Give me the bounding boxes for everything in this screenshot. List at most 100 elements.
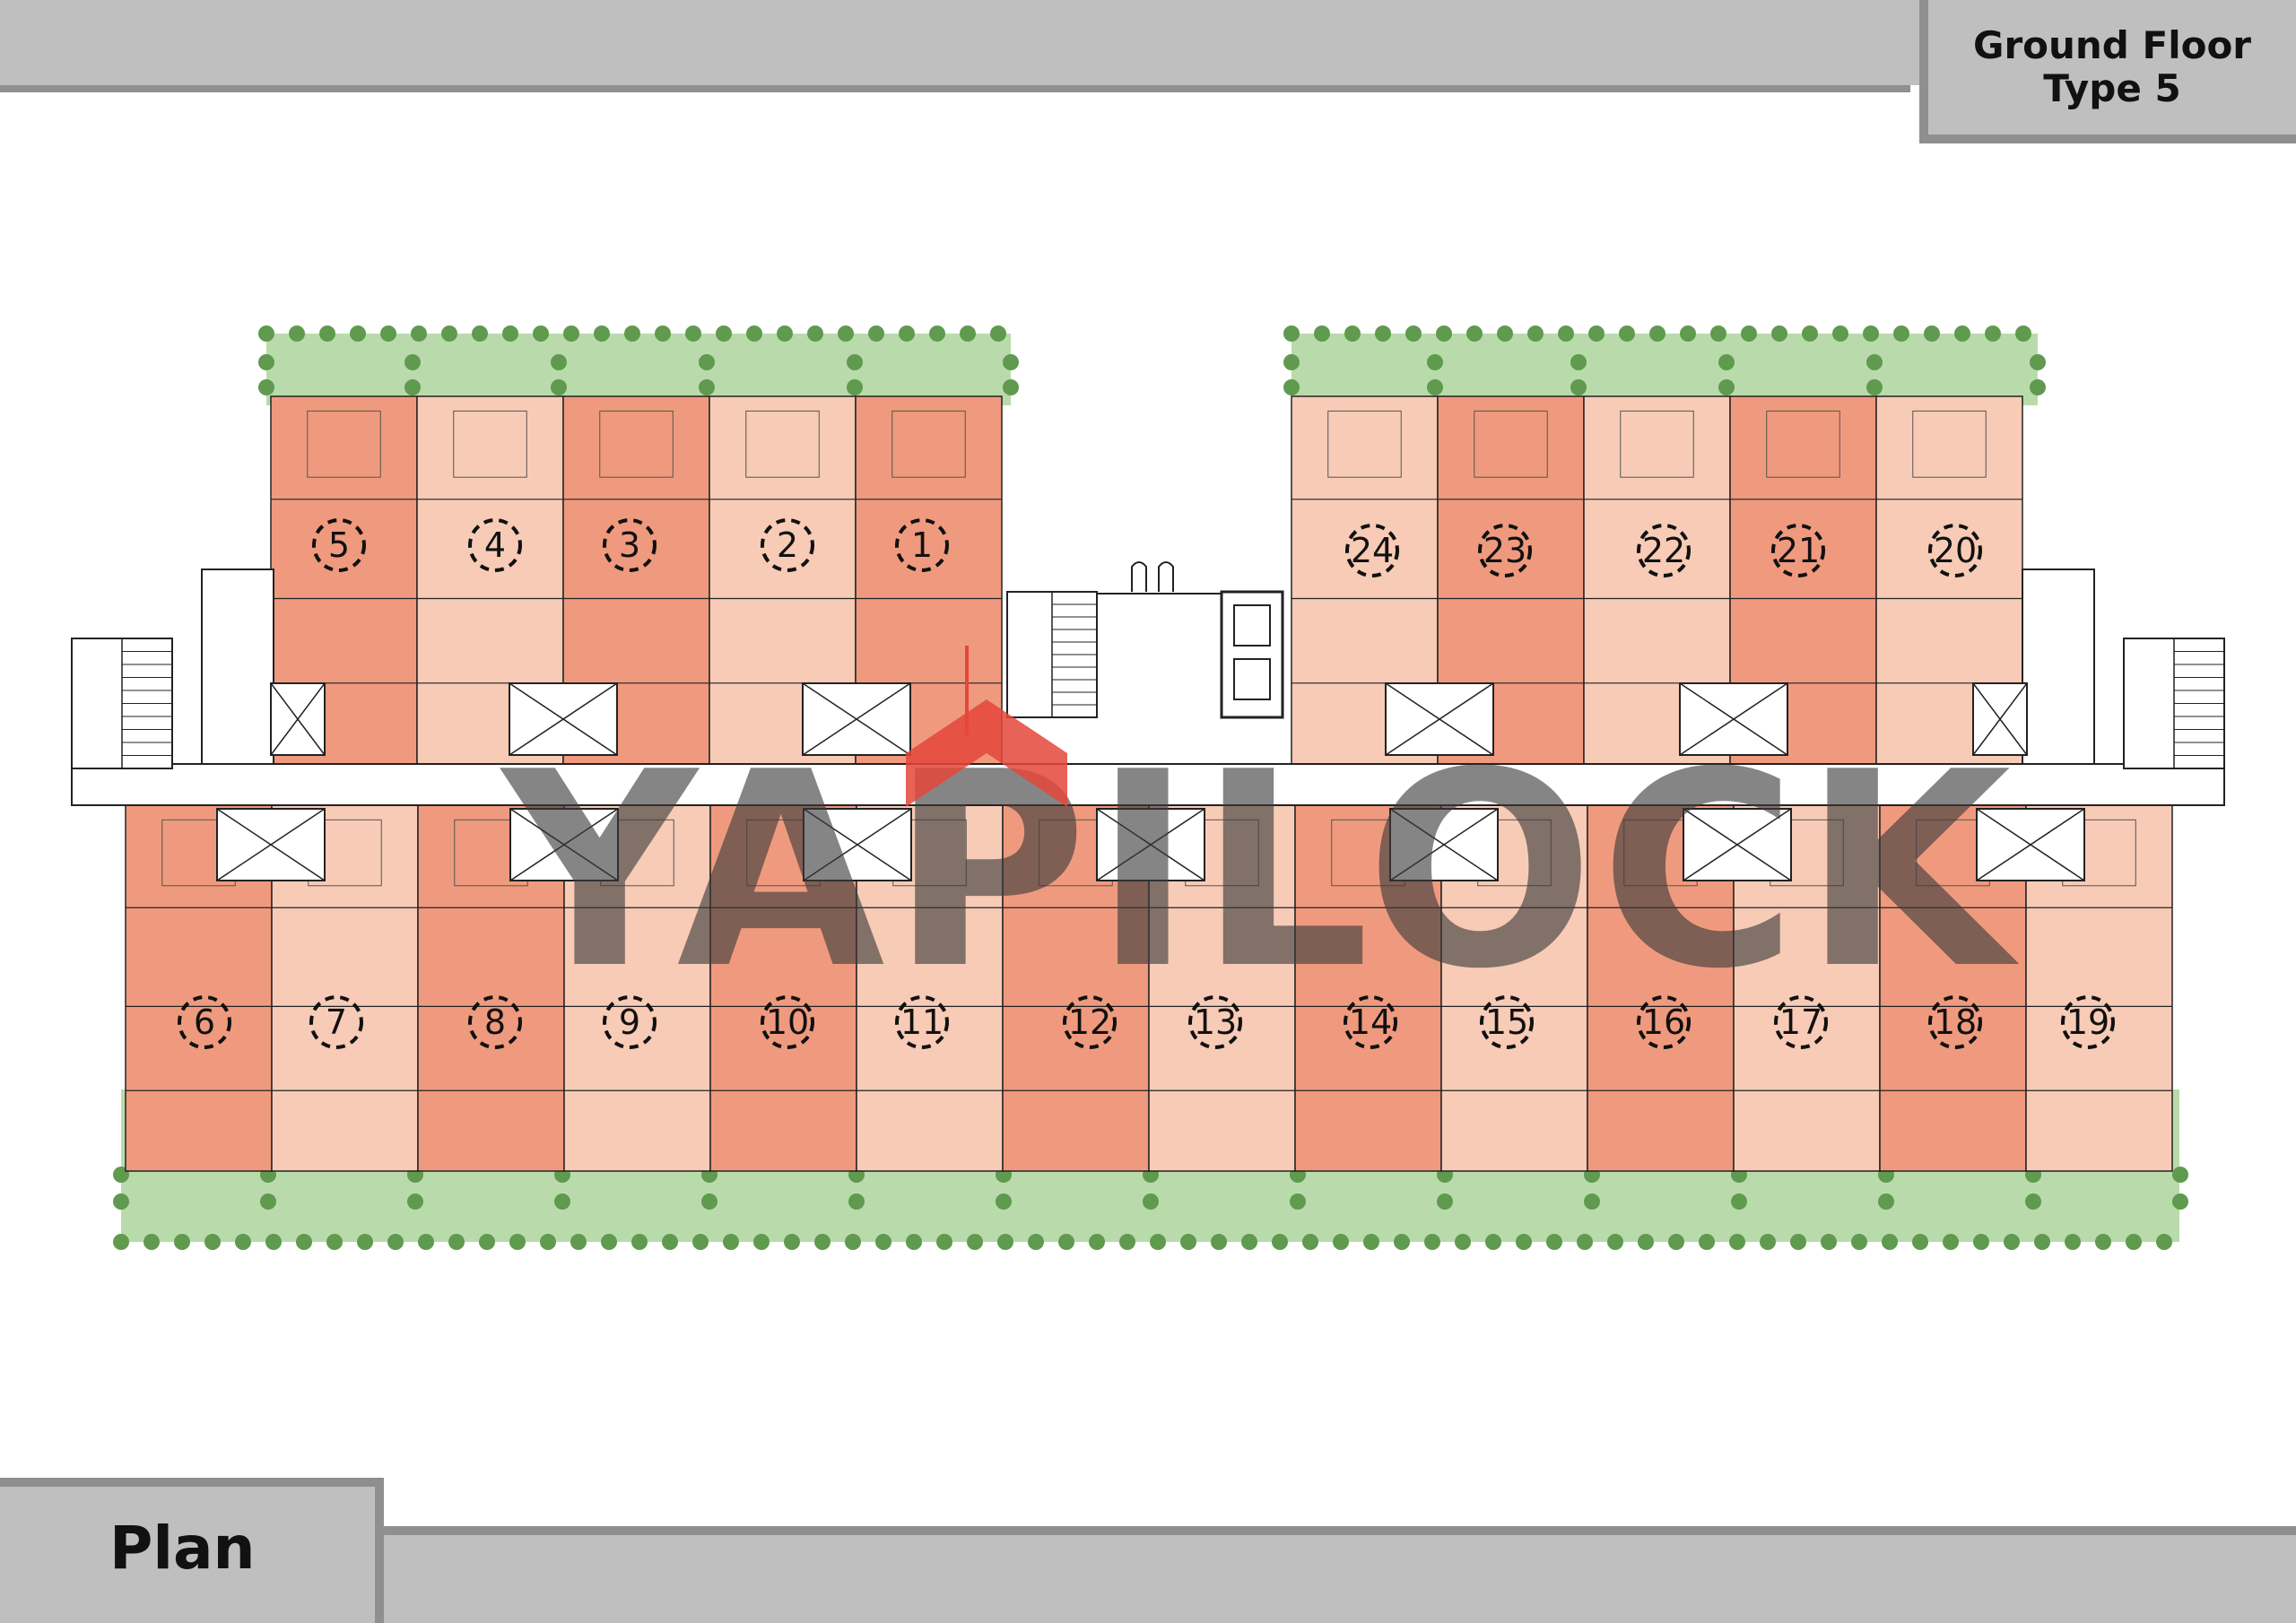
bottom-tree	[265, 1234, 282, 1250]
top-left-tree	[777, 325, 793, 342]
unit-24-block-bed	[1327, 410, 1402, 478]
bottom-divider-tree	[2172, 1167, 2188, 1183]
bottom-tree	[1028, 1234, 1044, 1250]
bottom-tree	[1729, 1234, 1745, 1250]
bottom-tree	[1424, 1234, 1440, 1250]
top-right-tree	[1954, 325, 1970, 342]
garden-top-left	[266, 334, 1011, 405]
bottom-tree	[1882, 1234, 1898, 1250]
unit-number-7: 7	[326, 1002, 347, 1042]
elevator-car-1	[1233, 604, 1271, 647]
bottom-tree	[326, 1234, 343, 1250]
bottom-divider-tree	[1437, 1193, 1453, 1210]
unit-number-4: 4	[484, 525, 506, 565]
top-left-tree	[380, 325, 396, 342]
unit-number-circle	[761, 518, 814, 572]
top-right-divider-tree	[1718, 354, 1735, 370]
unit-23-block-bed	[1474, 410, 1548, 478]
top-left-tree	[655, 325, 671, 342]
top-right-tree	[1436, 325, 1452, 342]
bottom-tree	[2034, 1234, 2050, 1250]
bottom-tree	[1546, 1234, 1562, 1250]
bottom-divider-tree	[1878, 1193, 1894, 1210]
bottom-tree	[662, 1234, 678, 1250]
bottom-divider-tree	[2025, 1193, 2041, 1210]
bottom-tree	[875, 1234, 891, 1250]
unit-number-2: 2	[777, 525, 798, 565]
sheet-title-type: Type 5	[2043, 66, 2181, 110]
shaft-bottom-5-cross	[1389, 808, 1499, 881]
tree-layer	[113, 325, 2188, 1250]
bottom-tree	[1790, 1234, 1806, 1250]
top-left-divider-tree	[551, 354, 567, 370]
top-left-tree	[533, 325, 549, 342]
top-left-divider-tree	[847, 379, 863, 395]
top-left-divider-tree	[404, 354, 421, 370]
bottom-tree	[814, 1234, 831, 1250]
top-right-divider-tree	[1427, 354, 1443, 370]
bottom-tree	[2004, 1234, 2020, 1250]
unit-number-circle	[603, 995, 657, 1049]
top-right-divider-tree	[1283, 379, 1300, 395]
garden-top-right	[1292, 334, 2038, 405]
bottom-tree	[1150, 1234, 1166, 1250]
unit-number-15: 15	[1485, 1002, 1528, 1042]
bottom-tree	[692, 1234, 709, 1250]
top-right-divider-tree	[2030, 354, 2046, 370]
top-left-divider-tree	[847, 354, 863, 370]
top-right-tree	[1466, 325, 1483, 342]
top-right-tree	[1741, 325, 1757, 342]
unit-number-16: 16	[1642, 1002, 1685, 1042]
shaft-bottom-4-cross	[1096, 808, 1205, 881]
top-right-divider-tree	[1427, 379, 1443, 395]
bottom-divider-tree	[407, 1193, 423, 1210]
top-right-tree	[1710, 325, 1726, 342]
unit-number-circle	[761, 995, 814, 1049]
top-left-divider-tree	[1003, 354, 1019, 370]
top-left-tree	[319, 325, 335, 342]
unit-number-14: 14	[1349, 1002, 1392, 1042]
top-left-tree	[868, 325, 884, 342]
bottom-tree	[1668, 1234, 1684, 1250]
corridor-left-wing	[201, 568, 274, 765]
bottom-tree	[906, 1234, 922, 1250]
top-left-divider-tree	[699, 379, 715, 395]
unit-number-circle	[1637, 524, 1691, 577]
top-left-divider-tree	[258, 379, 274, 395]
bottom-tree	[1394, 1234, 1410, 1250]
unit-3-block-bed	[599, 410, 674, 478]
circulation-core	[71, 561, 2225, 769]
top-left-tree	[258, 325, 274, 342]
unit-5-block-bed	[307, 410, 381, 478]
bottom-tree	[601, 1234, 617, 1250]
bottom-tree	[479, 1234, 495, 1250]
bottom-tree	[845, 1234, 861, 1250]
shaft-bottom-3-cross	[803, 808, 912, 881]
top-right-tree	[1893, 325, 1909, 342]
top-left-tree	[960, 325, 976, 342]
bottom-tree	[387, 1234, 404, 1250]
bottom-divider-tree	[113, 1193, 129, 1210]
bottom-divider-tree	[554, 1193, 570, 1210]
unit-number-circle	[1928, 524, 1982, 577]
bottom-tree	[1912, 1234, 1928, 1250]
bottom-divider-tree	[1143, 1193, 1159, 1210]
unit-number-circle	[178, 995, 231, 1049]
unit-number-circle	[468, 995, 522, 1049]
top-right-divider-tree	[1866, 354, 1883, 370]
top-right-tree	[1497, 325, 1513, 342]
corridor	[71, 763, 2225, 806]
bottom-tree	[753, 1234, 770, 1250]
bottom-divider-tree	[1290, 1193, 1306, 1210]
bottom-tree	[723, 1234, 739, 1250]
plan-label-box	[0, 1478, 384, 1623]
unit-number-17: 17	[1779, 1002, 1822, 1042]
bottom-tree	[357, 1234, 373, 1250]
watermark-chevron-icon	[906, 699, 1067, 807]
top-left-tree	[502, 325, 518, 342]
unit-number-8: 8	[484, 1002, 506, 1042]
bottom-tree	[1363, 1234, 1379, 1250]
unit-number-circle	[1345, 524, 1399, 577]
unit-number-circle	[1478, 524, 1532, 577]
bottom-tree	[448, 1234, 465, 1250]
